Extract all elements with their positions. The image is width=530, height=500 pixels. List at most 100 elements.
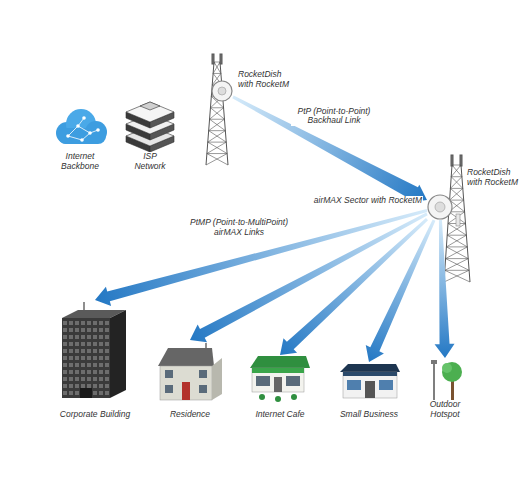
- rocketdish-antenna: [456, 214, 460, 226]
- small-business: [343, 372, 397, 398]
- small-business: [347, 380, 361, 390]
- icon-node: RocketDish with RocketM: [211, 80, 233, 102]
- residence-house: [158, 348, 214, 366]
- outdoor-hotspot: [442, 363, 452, 373]
- residence-house: [165, 370, 173, 378]
- corporate-building: [110, 310, 126, 398]
- link-label: PtP (Point-to-Point) Backhaul Link: [291, 107, 377, 127]
- icon-node: Outdoor Hotspot: [421, 358, 469, 420]
- lattice-tower: [213, 62, 220, 73]
- lattice-tower: [220, 54, 222, 64]
- internet-cafe: [252, 368, 304, 392]
- icon-node: RocketDish with RocketMairMAX Sector wit…: [427, 194, 453, 220]
- lattice-tower: [207, 153, 227, 154]
- node-caption: RocketDish with RocketM: [466, 168, 526, 188]
- residence-house: [165, 370, 207, 393]
- internet-cafe: [275, 396, 281, 402]
- lattice-tower: [451, 176, 462, 177]
- lattice-tower: [208, 131, 226, 142]
- cloud-icon: [58, 128, 106, 144]
- lattice-tower: [446, 247, 468, 259]
- isp-server-stack: [126, 102, 174, 122]
- residence-house: [212, 358, 222, 400]
- internet-cafe: [259, 394, 297, 402]
- internet-cafe: [250, 356, 310, 368]
- corporate-building: [80, 388, 92, 398]
- icon-node: ISP Network: [122, 96, 178, 172]
- lattice-tower: [446, 259, 470, 271]
- lattice-tower: [450, 188, 462, 189]
- residence-house: [165, 385, 173, 393]
- beam-connector: [232, 96, 427, 203]
- node-caption: Small Business: [339, 410, 399, 420]
- corporate-building: [62, 320, 110, 396]
- beam-connector: [95, 209, 427, 306]
- lattice-tower: [447, 235, 467, 247]
- outdoor-hotspot: [451, 380, 454, 400]
- lattice-tower: [208, 142, 227, 153]
- cloud-icon: [88, 131, 92, 135]
- isp-server-stack: [140, 102, 160, 110]
- lattice-tower: [209, 130, 226, 131]
- node-caption: ISP Network: [129, 152, 171, 172]
- lattice-tower: [452, 165, 462, 177]
- outdoor-hotspot: [433, 360, 435, 400]
- small-business: [340, 364, 400, 372]
- lattice-tower: [207, 154, 228, 165]
- link-label: PtMP (Point-to-MultiPoint) airMAX Links: [184, 218, 294, 238]
- lattice-tower: [446, 258, 469, 259]
- lattice-tower: [210, 107, 223, 108]
- lattice-tower: [212, 54, 214, 64]
- cloud-icon: [56, 109, 107, 144]
- lattice-tower: [209, 119, 225, 130]
- lattice-tower: [446, 235, 466, 247]
- rocketdish-antenna: [212, 81, 232, 101]
- small-business: [343, 372, 397, 376]
- lattice-tower: [451, 177, 463, 189]
- small-business: [340, 364, 400, 398]
- icon-node: Corporate Building: [50, 300, 140, 420]
- node-caption: RocketDish with RocketM: [237, 70, 297, 90]
- rocketdish-antenna: [218, 87, 226, 95]
- lattice-tower: [460, 155, 462, 166]
- cloud-icon: [96, 128, 100, 132]
- node-caption: Internet Cafe: [254, 410, 305, 420]
- lattice-tower: [450, 188, 463, 200]
- lattice-tower: [450, 188, 463, 200]
- cloud-icon: [68, 118, 98, 140]
- cloud-icon: [66, 116, 100, 142]
- outdoor-hotspot: [442, 362, 462, 382]
- lattice-tower: [220, 62, 228, 165]
- residence-house: [160, 366, 212, 400]
- icon-node: Small Business: [334, 362, 404, 420]
- lattice-tower: [444, 270, 469, 282]
- residence-house: [199, 370, 207, 378]
- node-caption: Corporate Building: [59, 410, 131, 420]
- lattice-tower: [447, 235, 466, 236]
- residence-house: [158, 343, 222, 400]
- icon-node: Internet Backbone: [50, 112, 110, 172]
- internet-cafe: [286, 376, 300, 386]
- corporate-building: [62, 318, 110, 398]
- node-caption: airMAX Sector with RocketM: [313, 196, 423, 206]
- internet-cafe: [259, 394, 265, 400]
- lattice-tower: [214, 62, 220, 63]
- rocketdish-antenna: [435, 202, 445, 212]
- lattice-tower: [445, 259, 468, 271]
- internet-cafe: [256, 376, 270, 386]
- internet-cafe: [274, 377, 282, 392]
- corporate-building: [62, 302, 126, 398]
- cloud-icon: [82, 116, 86, 120]
- lattice-tower: [452, 165, 461, 166]
- internet-cafe: [291, 394, 297, 400]
- lattice-tower: [213, 73, 221, 74]
- residence-house: [182, 382, 190, 400]
- small-business: [365, 381, 375, 398]
- icon-node: Internet Cafe: [248, 355, 312, 420]
- lattice-tower: [451, 165, 461, 177]
- rocketdish-antenna: [212, 81, 232, 101]
- outdoor-hotspot: [431, 360, 462, 400]
- internet-cafe: [252, 368, 304, 373]
- beam-connector: [435, 220, 455, 358]
